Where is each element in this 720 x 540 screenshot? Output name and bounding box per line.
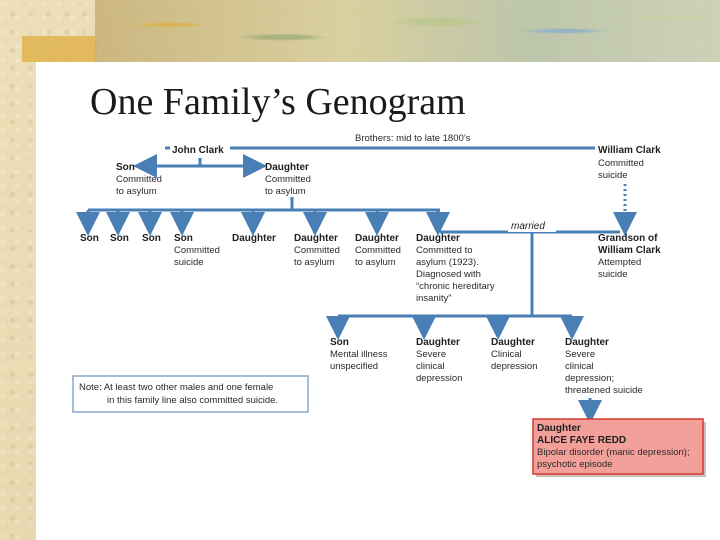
gen3-2-title: Son bbox=[110, 233, 129, 244]
gen2-son-detail-2: to asylum bbox=[116, 186, 157, 197]
gen4-1-detail-1: Mental illness bbox=[330, 349, 388, 360]
gen4-2-detail-2: clinical bbox=[416, 361, 445, 372]
gen4-4-detail-3: depression; bbox=[565, 373, 614, 384]
gen3-7-title: Daughter bbox=[355, 233, 399, 244]
gen2-son-title: Son bbox=[116, 162, 135, 173]
alice-name: ALICE FAYE REDD bbox=[537, 435, 626, 446]
gen3-1-title: Son bbox=[80, 233, 99, 244]
gen4-4-detail-4: threatened suicide bbox=[565, 385, 643, 396]
gen2-daughter-detail-1: Committed bbox=[265, 174, 311, 185]
note-line-1: Note: At least two other males and one f… bbox=[79, 382, 273, 393]
gen3-8-detail-2: asylum (1923). bbox=[416, 257, 479, 268]
gen3-8-detail-5: insanity” bbox=[416, 293, 451, 304]
gen4-2-title: Daughter bbox=[416, 337, 460, 348]
alice-title: Daughter bbox=[537, 423, 581, 434]
gen3-8-detail-4: “chronic hereditary bbox=[416, 281, 495, 292]
gen3-4-detail-2: suicide bbox=[174, 257, 204, 268]
gen4-3-detail-2: depression bbox=[491, 361, 537, 372]
gen4-3-detail-1: Clinical bbox=[491, 349, 522, 360]
grandson-detail-2: suicide bbox=[598, 269, 628, 280]
william-detail-2: suicide bbox=[598, 170, 628, 181]
gen4-2-detail-1: Severe bbox=[416, 349, 446, 360]
gen3-6-detail-2: to asylum bbox=[294, 257, 335, 268]
gen3-8-detail-1: Committed to bbox=[416, 245, 473, 256]
brothers-note: Brothers: mid to late 1800’s bbox=[355, 133, 471, 144]
gen3-8-title: Daughter bbox=[416, 233, 460, 244]
gen4-4-detail-1: Severe bbox=[565, 349, 595, 360]
note-line-2: in this family line also committed suici… bbox=[107, 395, 278, 406]
gen4-1-title: Son bbox=[330, 337, 349, 348]
grandson-title-2: William Clark bbox=[598, 245, 661, 256]
married-label: married bbox=[511, 221, 545, 232]
william-detail-1: Committed bbox=[598, 158, 644, 169]
gen2-daughter-detail-2: to asylum bbox=[265, 186, 306, 197]
gen2-son-detail-1: Committed bbox=[116, 174, 162, 185]
william-clark-name: William Clark bbox=[598, 145, 661, 156]
john-clark-name: John Clark bbox=[172, 145, 224, 156]
gen4-4-title: Daughter bbox=[565, 337, 609, 348]
gen3-6-title: Daughter bbox=[294, 233, 338, 244]
gen3-7-detail-1: Committed bbox=[355, 245, 401, 256]
gen3-6-detail-1: Committed bbox=[294, 245, 340, 256]
gen4-3-title: Daughter bbox=[491, 337, 535, 348]
gen3-8-detail-3: Diagnosed with bbox=[416, 269, 481, 280]
grandson-detail-1: Attempted bbox=[598, 257, 641, 268]
gen3-4-detail-1: Committed bbox=[174, 245, 220, 256]
gen3-5-title: Daughter bbox=[232, 233, 276, 244]
alice-detail-1: Bipolar disorder (manic depression); bbox=[537, 447, 690, 458]
gen3-4-title: Son bbox=[174, 233, 193, 244]
gen4-4-detail-2: clinical bbox=[565, 361, 594, 372]
gen2-daughter-title: Daughter bbox=[265, 162, 309, 173]
gen3-7-detail-2: to asylum bbox=[355, 257, 396, 268]
grandson-title-1: Grandson of bbox=[598, 233, 658, 244]
alice-detail-2: psychotic episode bbox=[537, 459, 613, 470]
gen4-1-detail-2: unspecified bbox=[330, 361, 378, 372]
gen4-2-detail-3: depression bbox=[416, 373, 462, 384]
gen3-3-title: Son bbox=[142, 233, 161, 244]
